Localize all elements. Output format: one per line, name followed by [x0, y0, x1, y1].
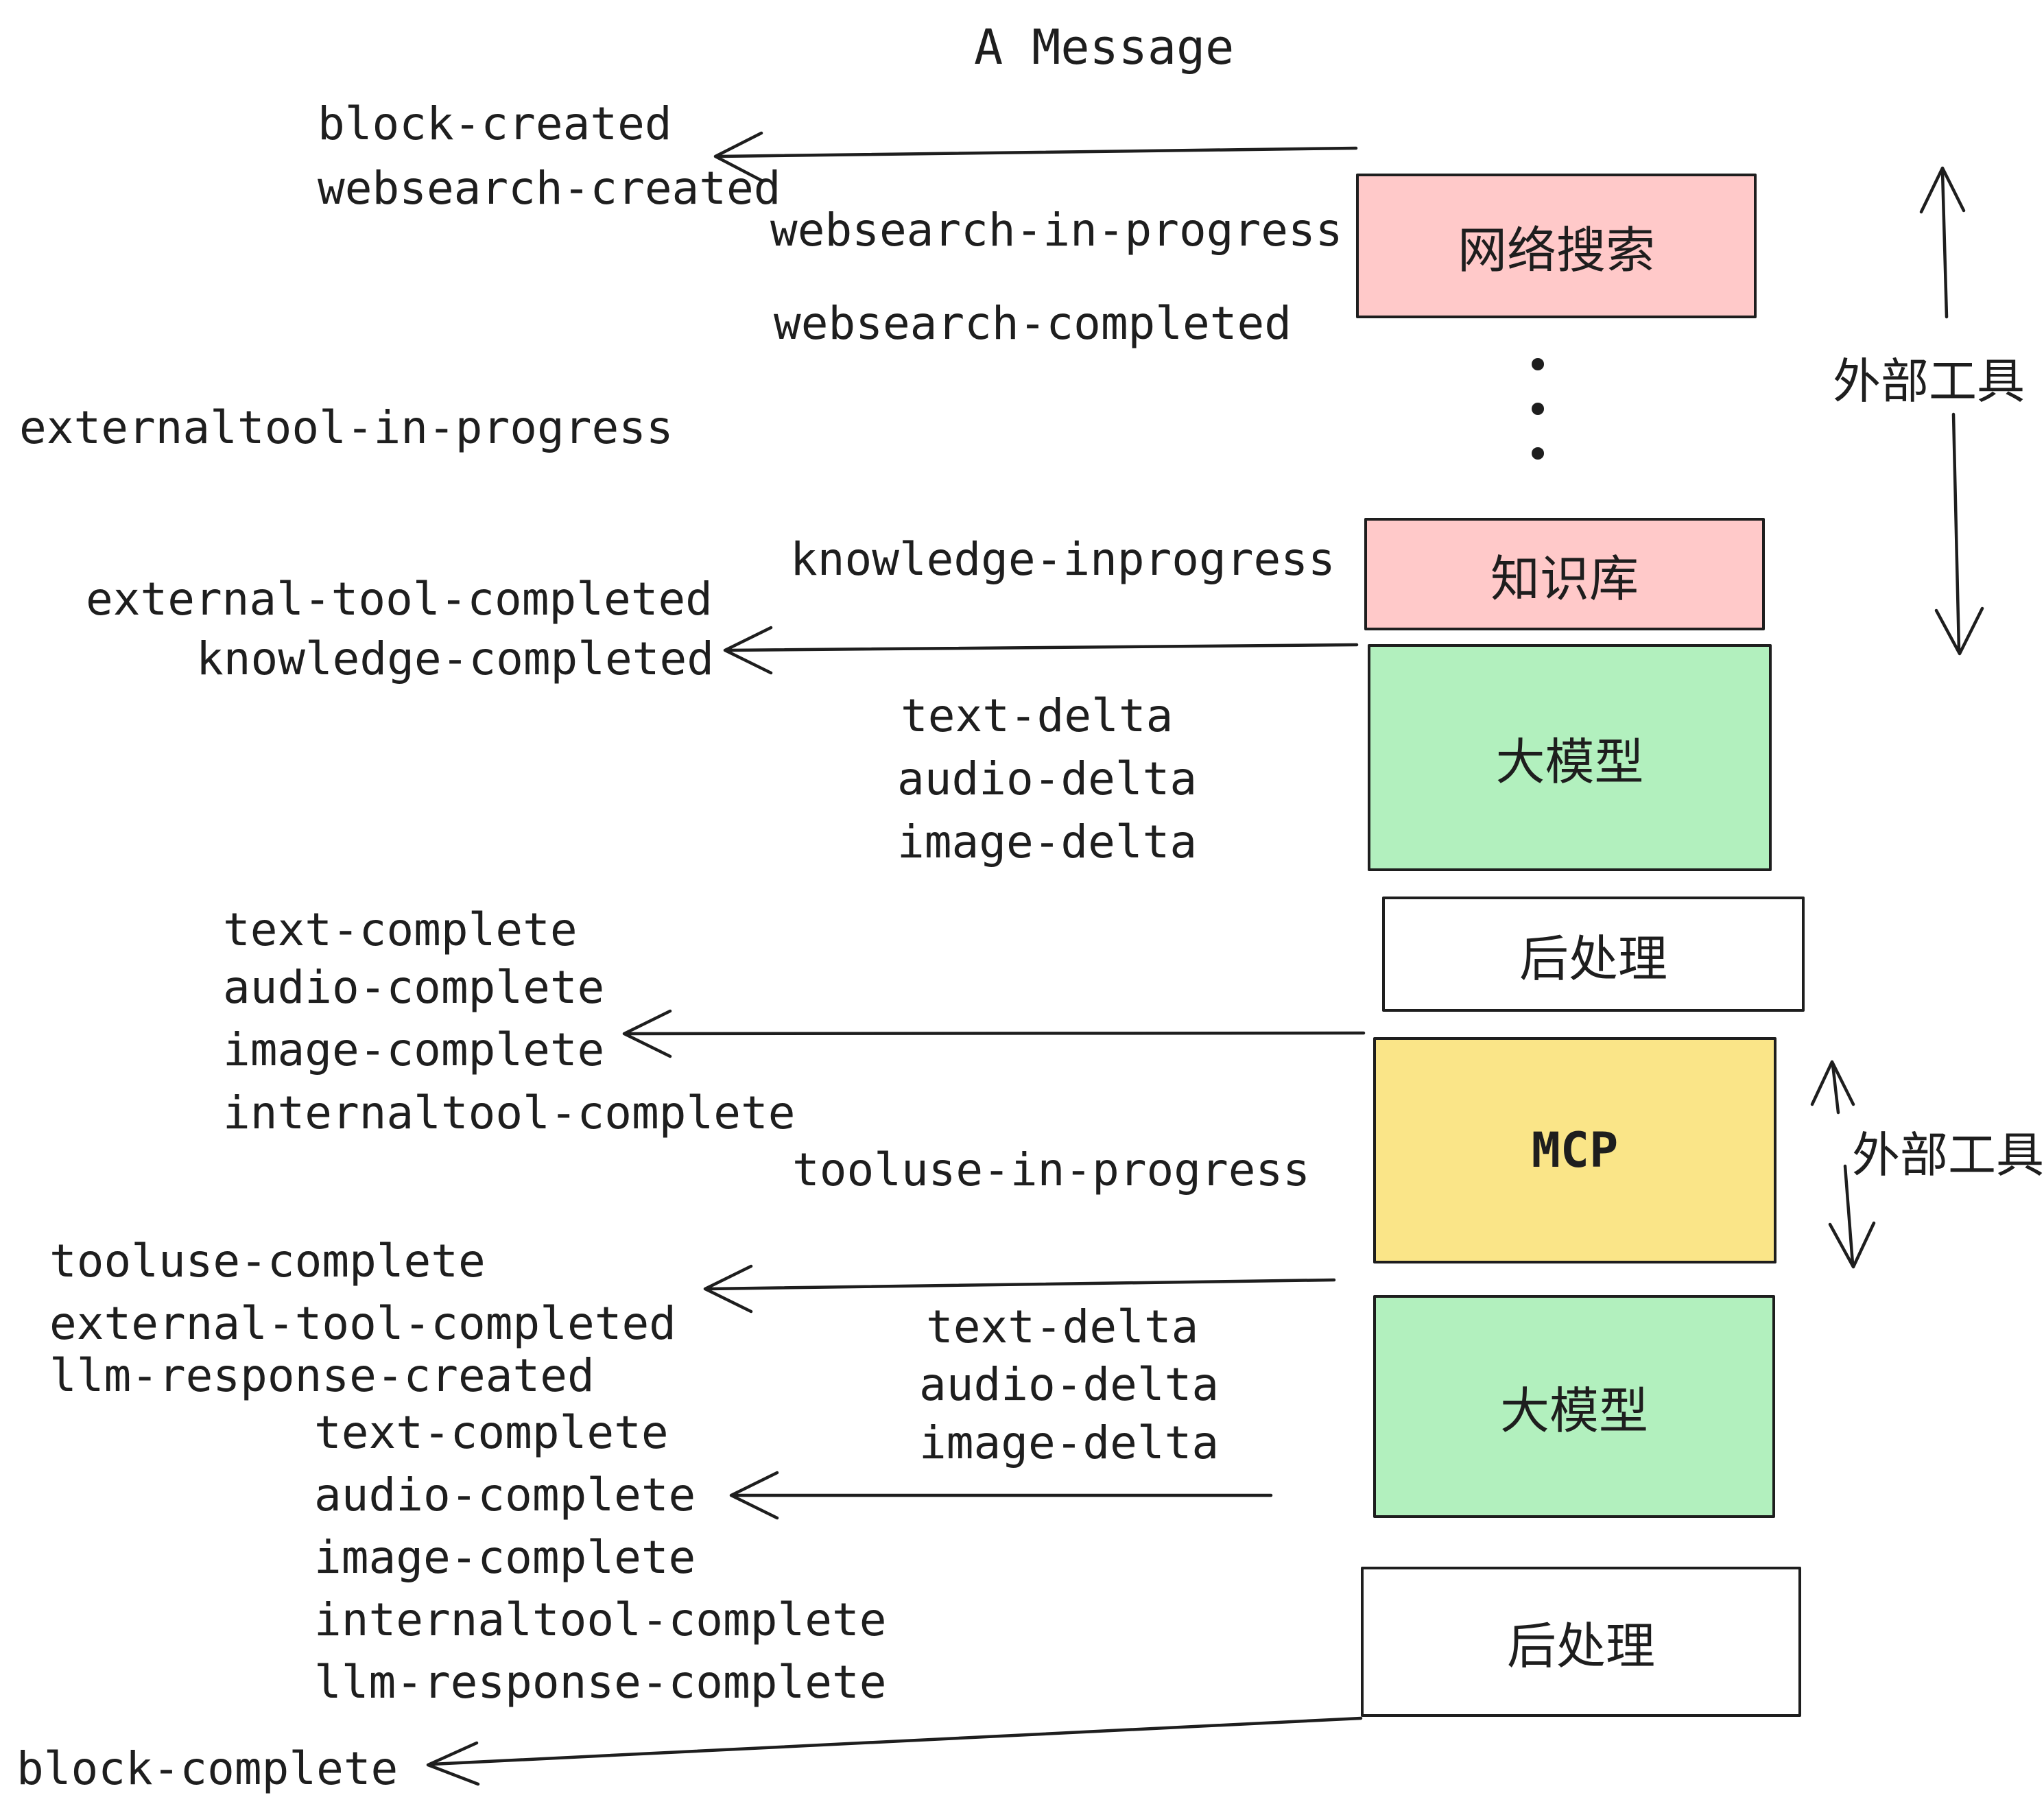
arrow-mcp-to-image-complete-icon	[622, 1009, 1366, 1058]
box-knowledge-base: 知识库	[1364, 518, 1765, 630]
vertical-ellipsis: • • •	[1525, 340, 1551, 479]
box-mcp-label: MCP	[1531, 1122, 1619, 1178]
external-tools-down-arrow-top-icon	[1934, 412, 1984, 656]
event-internaltool-complete: internaltool-complete	[223, 1087, 796, 1139]
external-tools-down-arrow-bottom-icon	[1828, 1164, 1876, 1269]
event-websearch-created: websearch-created	[318, 162, 781, 215]
box-llm-top-label: 大模型	[1495, 733, 1644, 791]
event-text-complete: text-complete	[223, 903, 578, 956]
event-block-complete: block-complete	[16, 1742, 399, 1795]
event-knowledge-completed: knowledge-completed	[196, 632, 714, 685]
box-llm-top: 大模型	[1368, 644, 1772, 871]
event-internaltool-complete-2: internaltool-complete	[314, 1593, 887, 1646]
box-llm-bottom-label: 大模型	[1499, 1382, 1648, 1440]
arrow-websearch-to-block-created-icon	[713, 131, 1358, 182]
event-text-delta: text-delta	[901, 689, 1174, 742]
event-audio-delta-2: audio-delta	[919, 1358, 1220, 1411]
box-llm-bottom: 大模型	[1373, 1295, 1775, 1518]
event-audio-delta: audio-delta	[897, 752, 1198, 805]
external-tools-up-arrow-bottom-icon	[1810, 1060, 1855, 1115]
event-tooluse-in-progress: tooluse-in-progress	[792, 1143, 1310, 1196]
arrow-llm-to-knowledge-completed-icon	[723, 626, 1359, 675]
event-websearch-in-progress: websearch-in-progress	[770, 204, 1343, 257]
event-image-delta-2: image-delta	[919, 1416, 1220, 1469]
external-tools-label-bottom: 外部工具	[1852, 1127, 2044, 1183]
event-audio-complete: audio-complete	[223, 961, 605, 1014]
external-tools-label-top: 外部工具	[1833, 353, 2025, 410]
external-tools-up-arrow-top-icon	[1919, 166, 1966, 319]
box-postprocess-top-label: 后处理	[1519, 929, 1667, 988]
box-mcp: MCP	[1373, 1037, 1776, 1263]
event-text-complete-2: text-complete	[314, 1406, 669, 1459]
box-websearch: 网络搜索	[1356, 174, 1757, 318]
box-knowledge-base-label: 知识库	[1490, 549, 1639, 608]
event-external-tool-completed: external-tool-completed	[86, 573, 713, 626]
event-block-created: block-created	[318, 97, 672, 150]
event-externaltool-in-progress: externaltool-in-progress	[19, 401, 674, 454]
event-text-delta-2: text-delta	[926, 1301, 1199, 1353]
event-image-delta: image-delta	[897, 816, 1198, 868]
event-external-tool-completed-2: external-tool-completed	[49, 1297, 676, 1350]
event-websearch-completed: websearch-completed	[774, 297, 1292, 350]
event-llm-response-complete: llm-response-complete	[314, 1656, 887, 1709]
event-audio-complete-2: audio-complete	[314, 1469, 696, 1521]
diagram-title: A Message	[974, 19, 1235, 75]
box-websearch-label: 网络搜索	[1457, 222, 1655, 279]
box-postprocess-top: 后处理	[1382, 897, 1805, 1012]
event-llm-response-created: llm-response-created	[49, 1349, 595, 1402]
event-knowledge-inprogress: knowledge-inprogress	[790, 533, 1335, 586]
arrow-llm2-to-tooluse-complete-icon	[703, 1264, 1336, 1314]
event-image-complete-2: image-complete	[314, 1531, 696, 1584]
event-tooluse-complete: tooluse-complete	[49, 1235, 486, 1287]
event-image-complete: image-complete	[223, 1023, 605, 1076]
box-postprocess-bottom-label: 后处理	[1506, 1617, 1655, 1675]
arrow-postprocess-to-block-complete-icon	[426, 1716, 1363, 1786]
arrow-llm2-to-audio-complete-icon	[729, 1471, 1273, 1520]
box-postprocess-bottom: 后处理	[1361, 1567, 1801, 1717]
